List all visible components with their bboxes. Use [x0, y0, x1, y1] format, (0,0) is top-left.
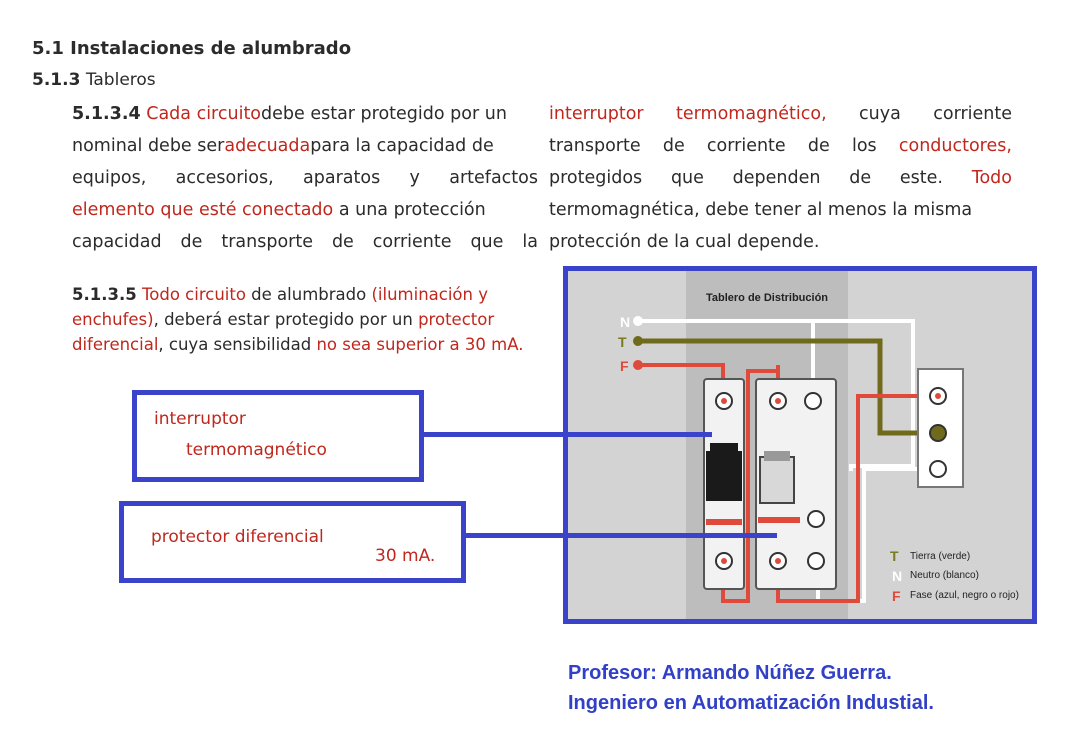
clause-number: 5.1.3.5: [72, 285, 137, 304]
clause-line: capacidad de transporte de corriente que…: [72, 226, 538, 258]
legend-text-f: Fase (azul, negro o rojo): [910, 590, 1019, 601]
breaker-callout-line2: termomagnético: [186, 440, 327, 460]
legend-text-t: Tierra (verde): [910, 551, 970, 562]
clause-word: este.: [899, 167, 943, 188]
clause-word-red: termomagnético,: [676, 103, 827, 124]
earth-wire: [638, 338, 938, 436]
clause-line: interruptor termomagnético, cuya corrien…: [549, 98, 1012, 130]
clause-text: a una protección: [333, 199, 486, 220]
legend: T Tierra (verde) N Neutro (blanco) F Fas…: [890, 548, 1019, 604]
wire-label-t: T: [618, 334, 627, 350]
clause-number: 5.1.3.4: [72, 103, 141, 124]
clause-text-red: adecuada: [224, 135, 311, 156]
clause-line: protección de la cual depende.: [549, 226, 1012, 258]
rcd-connector-line: [464, 533, 777, 538]
clause-word: de: [662, 135, 685, 156]
clause-text: debe estar protegido por un: [261, 103, 507, 124]
clause-word: accesorios,: [175, 167, 274, 188]
footer-line2: Ingeniero en Automatización Industial.: [568, 692, 934, 714]
clause-word: corriente: [933, 103, 1012, 124]
clause-word: que: [670, 167, 704, 188]
phase-terminal: [633, 360, 643, 370]
clause-text: , deberá estar protegido por un: [153, 310, 419, 329]
clause-text-red: (iluminación y enchufes): [72, 285, 488, 329]
clause-5134-left: 5.1.3.4 Cada circuito debe estar protegi…: [72, 98, 538, 258]
clause-word-red: conductores,: [898, 135, 1012, 156]
clause-line: 5.1.3.4 Cada circuito debe estar protegi…: [72, 98, 538, 130]
rcd-callout-line1: protector diferencial: [151, 527, 324, 547]
clause-word: protegidos: [549, 167, 643, 188]
clause-text-red: Cada circuito: [146, 103, 262, 124]
breaker-callout-line1: interruptor: [154, 409, 246, 429]
clause-word: los: [851, 135, 877, 156]
clause-word: corriente: [706, 135, 786, 156]
clause-5134-right: interruptor termomagnético, cuya corrien…: [549, 98, 1012, 258]
clause-text: protección de la cual depende.: [549, 231, 820, 252]
distribution-board-diagram: Tablero de Distribución N T F: [618, 271, 1019, 619]
clause-word: artefactos: [449, 167, 538, 188]
legend-text-n: Neutro (blanco): [910, 570, 979, 581]
clause-word: cuya: [859, 103, 901, 124]
clause-word: de: [331, 231, 354, 252]
section-title: 5.1 Instalaciones de alumbrado: [32, 38, 352, 59]
neutral-terminal: [633, 316, 643, 326]
board-title: Tablero de Distribución: [706, 292, 828, 304]
thermomagnetic-breaker: [703, 378, 745, 590]
clause-text-red: protector diferencial: [72, 310, 495, 354]
clause-word: corriente: [372, 231, 452, 252]
clause-line: elemento que esté conectado a una protec…: [72, 194, 538, 226]
rcd-callout: protector diferencial 30 mA.: [119, 501, 466, 583]
clause-word: de: [807, 135, 830, 156]
wire-label-n: N: [620, 314, 630, 330]
clause-word: que: [470, 231, 504, 252]
clause-word-red: interruptor: [549, 103, 644, 124]
clause-word: transporte: [549, 135, 641, 156]
clause-word: la: [522, 231, 538, 252]
clause-line: termomagnética, debe tener al menos la m…: [549, 194, 1012, 226]
clause-text-red: Todo circuito: [141, 285, 246, 304]
clause-text-red: no sea superior a 30 mA.: [316, 335, 524, 354]
clause-word: aparatos: [303, 167, 381, 188]
earth-terminal: [633, 336, 643, 346]
breaker-callout: interruptor termomagnético: [132, 390, 424, 482]
legend-symbol-t: T: [890, 548, 899, 564]
wall-outlet: [917, 368, 964, 488]
breaker-connector-line: [422, 432, 712, 437]
clause-text-red: elemento que esté conectado: [72, 199, 334, 220]
footer-line1: Profesor: Armando Núñez Guerra.: [568, 662, 892, 684]
differential-breaker: [755, 378, 837, 590]
clause-text: para la capacidad de: [310, 135, 494, 156]
clause-word: transporte: [221, 231, 313, 252]
clause-text: termomagnética, debe tener al menos la m…: [549, 199, 973, 220]
clause-line: equipos, accesorios, aparatos y artefact…: [72, 162, 538, 194]
clause-line: nominal debe ser adecuada para la capaci…: [72, 130, 538, 162]
wire-label-f: F: [620, 358, 629, 374]
clause-word: capacidad: [72, 231, 162, 252]
clause-word: de: [849, 167, 872, 188]
clause-word-red: Todo: [971, 167, 1012, 188]
clause-5135: 5.1.3.5 Todo circuito de alumbrado (ilum…: [72, 282, 542, 357]
subsection-number: 5.1.3: [32, 70, 81, 90]
legend-symbol-n: N: [892, 568, 902, 584]
clause-line: protegidos que dependen de este. Todo: [549, 162, 1012, 194]
diagram-frame: Tablero de Distribución N T F: [563, 266, 1037, 624]
clause-word: de: [180, 231, 203, 252]
subsection-label: Tableros: [85, 70, 156, 90]
clause-text: de alumbrado: [245, 285, 372, 304]
clause-word: equipos,: [72, 167, 147, 188]
rcd-callout-line2: 30 mA.: [375, 546, 436, 566]
legend-symbol-f: F: [892, 588, 901, 604]
clause-line: transporte de corriente de los conductor…: [549, 130, 1012, 162]
clause-word: dependen: [732, 167, 821, 188]
clause-text: , cuya sensibilidad: [158, 335, 317, 354]
clause-text: nominal debe ser: [72, 135, 225, 156]
subsection-heading: 5.1.3 Tableros: [32, 70, 156, 90]
clause-word: y: [409, 167, 420, 188]
